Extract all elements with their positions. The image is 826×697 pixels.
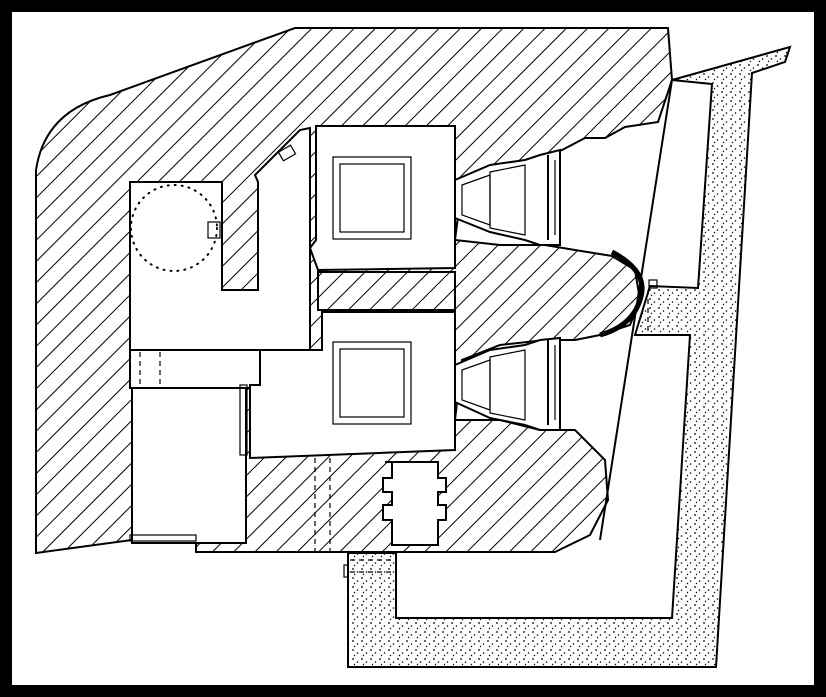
middle-partition	[317, 271, 456, 311]
circular-dotted-feature	[130, 184, 218, 272]
rear-exit-passage	[382, 461, 447, 546]
door-frame-lower-left	[239, 384, 248, 456]
lower-gun-platform-inner	[339, 348, 405, 418]
threshold-bottom	[129, 534, 197, 542]
upper-gun-platform-outer	[332, 156, 412, 240]
glacis-line	[599, 79, 673, 541]
side-post	[648, 279, 658, 289]
lower-gun-platform-outer	[332, 341, 412, 425]
lower-left-room	[131, 387, 247, 544]
upper-gun-platform-inner	[339, 163, 405, 233]
exit-hinge	[343, 564, 349, 578]
lower-embrasure-step-2	[489, 349, 526, 421]
small-niche	[207, 221, 221, 239]
armoured-nose	[599, 249, 645, 338]
wall-bracket	[277, 144, 297, 162]
upper-casemate-room	[308, 125, 456, 272]
earth-berm-right	[347, 45, 792, 668]
upper-embrasure-step-2	[489, 164, 526, 236]
